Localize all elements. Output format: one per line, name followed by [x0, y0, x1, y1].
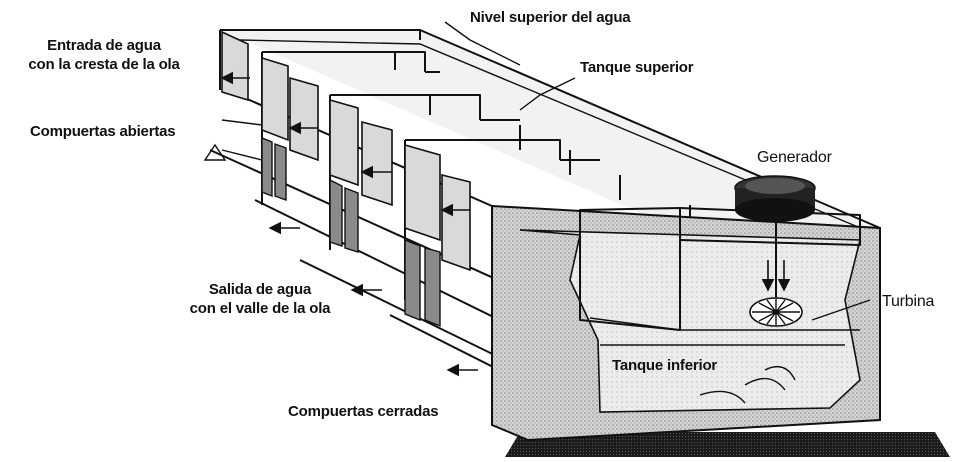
generator [734, 175, 816, 222]
open-gates [221, 30, 471, 272]
ground-base [505, 432, 950, 457]
water-inlet-label: Entrada de agua con la cresta de la ola [4, 36, 204, 74]
upper-water-level-label: Nivel superior del agua [470, 9, 631, 26]
turbine-assembly [749, 220, 803, 327]
water-inlet-line2: con la cresta de la ola [28, 56, 180, 73]
lower-tank-label: Tanque inferior [612, 357, 718, 374]
upper-tank-label: Tanque superior [580, 59, 694, 76]
generator-label: Generador [757, 149, 832, 166]
open-gates-label: Compuertas abiertas [30, 123, 176, 140]
closed-gates-label: Compuertas cerradas [288, 403, 439, 420]
water-outlet-label: Salida de agua con el valle de la ola [160, 280, 360, 318]
water-outlet-line1: Salida de agua [208, 281, 312, 298]
upper-tank-water [220, 30, 880, 230]
turbine-label: Turbina [882, 293, 935, 310]
water-outlet-line2: con el valle de la ola [189, 300, 331, 317]
leader-lines [203, 21, 871, 377]
end-block [491, 204, 881, 442]
water-inlet-line1: Entrada de agua [47, 37, 161, 54]
